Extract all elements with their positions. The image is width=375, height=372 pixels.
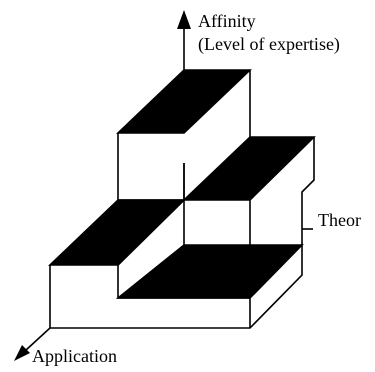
affinity-axis	[177, 10, 191, 70]
lower-middle-step-face	[48, 199, 186, 266]
application-axis-label: Application	[32, 346, 117, 366]
upper-middle-step-face	[182, 136, 316, 201]
application-axis-line	[25, 327, 51, 351]
top-step-face	[116, 69, 252, 134]
block-side-edges	[183, 70, 315, 298]
affinity-axis-label-line2: (Level of expertise)	[198, 34, 340, 55]
affinity-axis-label-line1: Affinity	[198, 11, 256, 31]
staircase-block	[48, 69, 316, 329]
application-axis	[14, 327, 51, 361]
affinity-axis-arrowhead	[177, 10, 191, 29]
bottom-step-face	[115, 244, 304, 299]
application-axis-arrowhead	[14, 345, 30, 361]
theory-axis-label: Theor	[318, 210, 361, 230]
